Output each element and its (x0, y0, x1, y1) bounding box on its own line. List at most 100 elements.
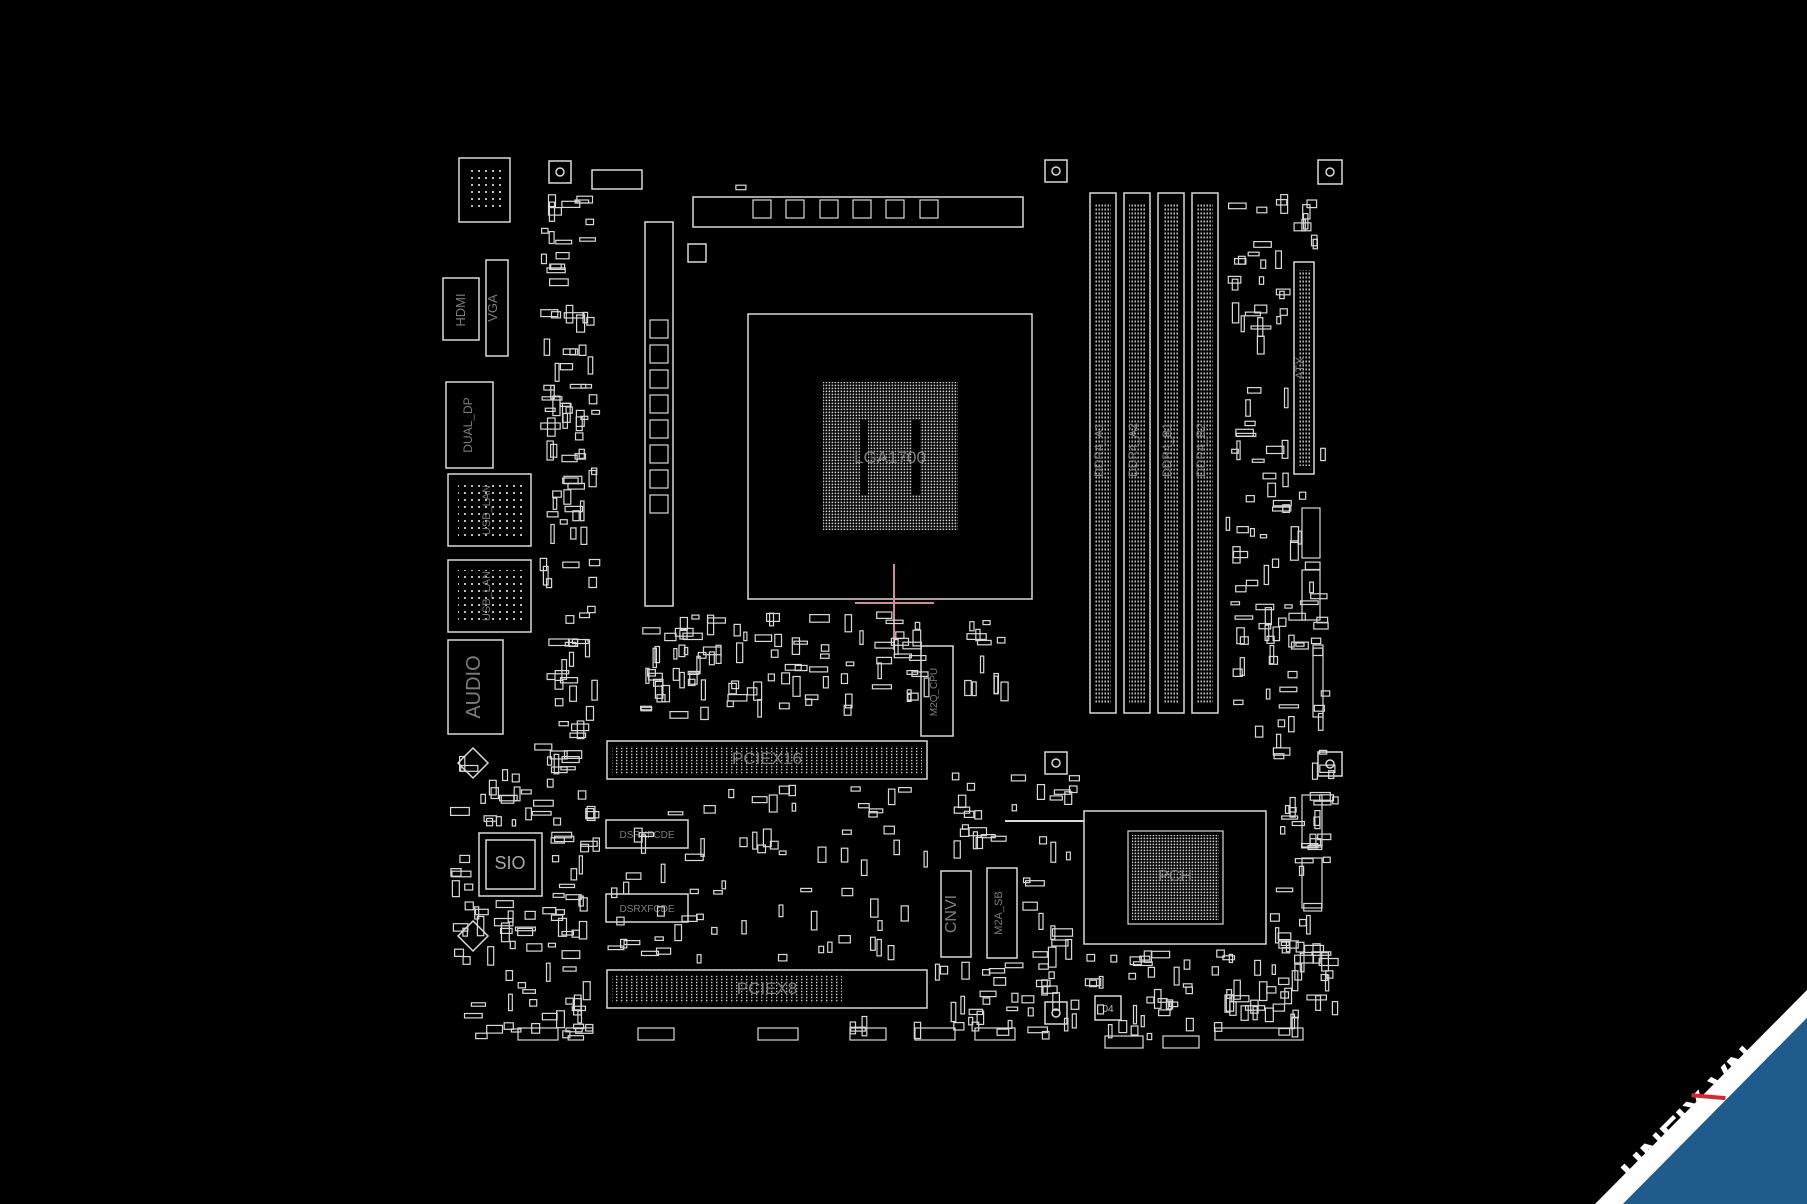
smd-pad (531, 810, 552, 816)
smd-pad (696, 954, 702, 964)
smd-pad (711, 926, 718, 935)
smd-pad (654, 936, 664, 942)
smd-pad (765, 612, 780, 623)
smd-pad (981, 968, 991, 976)
inductor (649, 494, 669, 514)
inductor (649, 469, 669, 489)
smd-pad (1098, 975, 1104, 989)
usb-lan-port-2 (447, 559, 532, 633)
smd-pad (700, 706, 709, 721)
smd-pad (1211, 966, 1219, 976)
smd-pad (1280, 194, 1289, 214)
rear-io (442, 157, 532, 735)
audio-label: AUDIO (463, 655, 485, 718)
smd-pad (1041, 1030, 1050, 1040)
smd-pad (793, 640, 808, 645)
smd-components (450, 184, 1339, 1049)
smd-pad (1295, 941, 1305, 953)
smd-pad (625, 872, 642, 880)
smd-pad (971, 681, 977, 697)
smd-pad (784, 663, 802, 671)
smd-pad (1245, 399, 1251, 417)
smd-pad (1277, 932, 1292, 941)
smd-pad (968, 1008, 984, 1016)
smd-pad (534, 743, 553, 751)
smd-pad (1299, 600, 1319, 606)
smd-pad (562, 412, 569, 429)
smd-pad (1328, 770, 1335, 780)
smd-pad (1277, 977, 1290, 986)
smd-pad (1302, 204, 1311, 220)
smd-pad (841, 829, 852, 835)
smd-pad (1146, 996, 1155, 1004)
smd-pad (876, 656, 893, 665)
smd-pad (1331, 1000, 1339, 1016)
smd-pad (543, 384, 556, 391)
m2-cpu-label: M2Q_CPU (929, 668, 940, 716)
smd-pad (488, 779, 497, 796)
smd-pad (1027, 1007, 1034, 1017)
smd-pad (1011, 804, 1018, 812)
smd-pad (844, 614, 853, 633)
smd-pad (642, 627, 661, 635)
smd-pad (1275, 199, 1288, 206)
smd-pad (728, 788, 735, 799)
smd-pad (1157, 997, 1168, 1003)
smd-pad (968, 1016, 974, 1026)
smd-pad (470, 1002, 487, 1007)
smd-pad (459, 854, 471, 864)
smd-pad (1042, 985, 1058, 994)
smd-pad (810, 910, 818, 931)
smd-pad (976, 1010, 985, 1025)
smd-pad (554, 679, 564, 690)
smd-pad (580, 526, 588, 546)
smd-pad (746, 687, 758, 696)
smd-pad (1309, 581, 1314, 594)
dimm-slots (1089, 192, 1219, 714)
smd-pad (561, 950, 581, 960)
smd-pad (565, 997, 574, 1005)
smd-pad (1231, 448, 1239, 454)
smd-pad (569, 348, 579, 356)
smd-pad (887, 788, 896, 806)
inductor (885, 199, 905, 219)
smd-pad (475, 1032, 488, 1040)
smd-pad (754, 634, 773, 643)
smd-pad (1051, 928, 1074, 937)
smd-pad (505, 969, 514, 981)
smd-pad (541, 1012, 558, 1021)
smd-pad (575, 409, 585, 427)
smd-pad (822, 675, 829, 689)
smd-pad (897, 786, 912, 793)
smd-pad (476, 915, 485, 937)
smd-pad (1236, 525, 1249, 534)
smd-pad (669, 710, 689, 719)
smd-pad (721, 880, 727, 890)
smd-pad (452, 923, 469, 932)
smd-pad (1281, 946, 1291, 954)
smd-pad (558, 720, 569, 727)
smd-pad (975, 836, 984, 850)
smd-pad (1272, 747, 1291, 756)
smd-pad (678, 644, 686, 658)
smd-pad (982, 997, 991, 1005)
smd-pad (1244, 420, 1256, 427)
smd-pad (1130, 1025, 1139, 1036)
smd-pad (1260, 259, 1267, 269)
smd-pad (578, 344, 587, 357)
smd-pad (695, 913, 704, 921)
smd-pad (871, 684, 893, 690)
smd-pad (540, 227, 549, 234)
smd-pad (840, 673, 849, 685)
cpu-socket (747, 313, 1033, 600)
smd-pad (679, 629, 688, 640)
smd-pad (640, 950, 660, 957)
smd-pad (1267, 482, 1277, 498)
smd-pad (697, 651, 707, 659)
smd-pad (464, 901, 474, 911)
smd-pad (1024, 880, 1045, 887)
smd-pad (592, 837, 600, 852)
smd-pad (923, 850, 928, 868)
smd-pad (572, 998, 582, 1016)
smd-pad (552, 892, 565, 898)
